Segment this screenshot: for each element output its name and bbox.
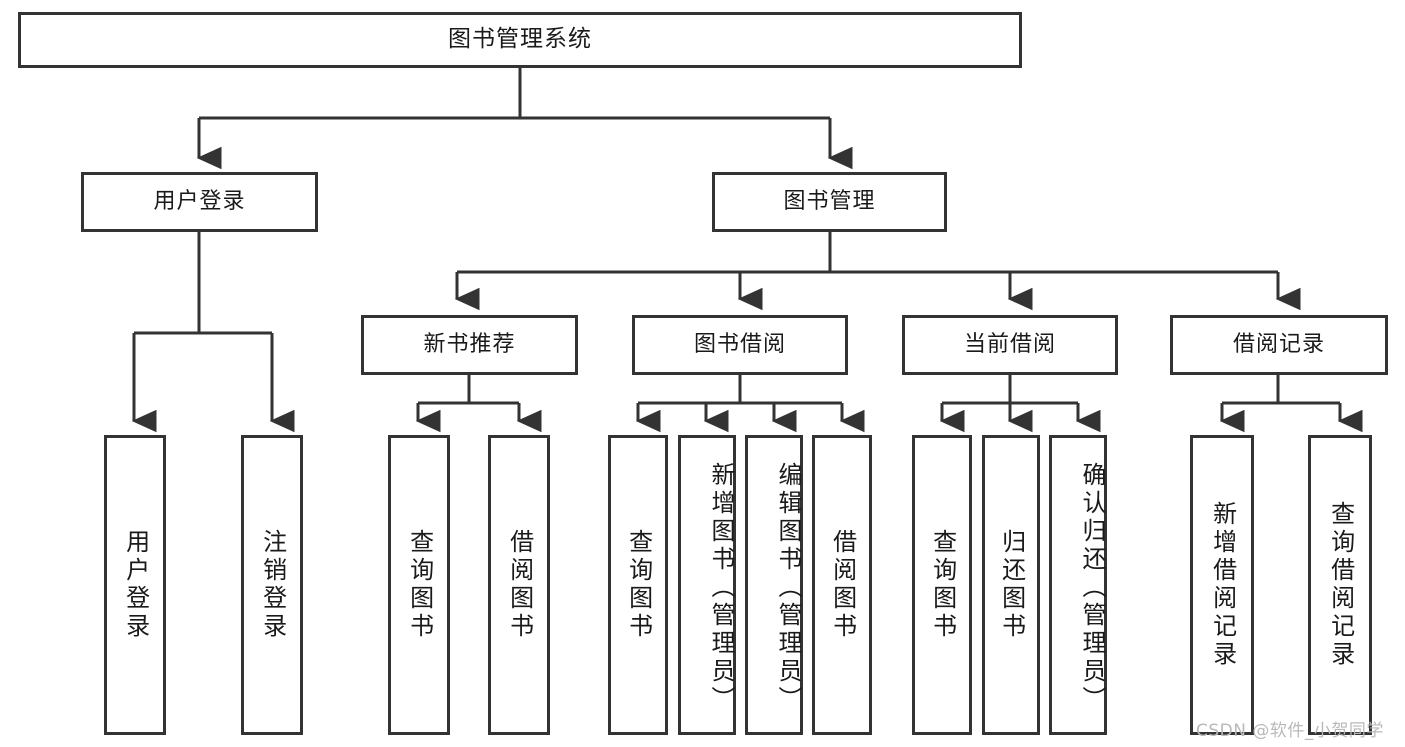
- node-leaf-user-login[interactable]: 用户登录: [104, 435, 166, 735]
- node-root-system[interactable]: 图书管理系统: [18, 12, 1022, 68]
- node-leaf-borrow-book-2[interactable]: 借阅图书: [812, 435, 872, 735]
- node-user-login[interactable]: 用户登录: [81, 172, 318, 232]
- node-new-book-rec[interactable]: 新书推荐: [361, 315, 578, 375]
- node-leaf-return-book[interactable]: 归还图书: [982, 435, 1040, 735]
- node-borrow-record[interactable]: 借阅记录: [1170, 315, 1388, 375]
- node-leaf-query-record[interactable]: 查询借阅记录: [1308, 435, 1372, 735]
- node-leaf-query-book-1[interactable]: 查询图书: [388, 435, 450, 735]
- node-leaf-edit-book[interactable]: 编辑图书（管理员）: [745, 435, 803, 735]
- node-leaf-add-book[interactable]: 新增图书（管理员）: [678, 435, 736, 735]
- node-book-borrow[interactable]: 图书借阅: [632, 315, 848, 375]
- node-book-manage[interactable]: 图书管理: [712, 172, 947, 232]
- csdn-watermark: CSDN @软件_小贺同学: [1196, 721, 1384, 741]
- node-leaf-query-book-3[interactable]: 查询图书: [912, 435, 972, 735]
- node-leaf-user-logout[interactable]: 注销登录: [241, 435, 303, 735]
- node-leaf-borrow-book-1[interactable]: 借阅图书: [488, 435, 550, 735]
- node-leaf-confirm-return[interactable]: 确认归还（管理员）: [1049, 435, 1107, 735]
- node-leaf-add-record[interactable]: 新增借阅记录: [1190, 435, 1254, 735]
- node-current-borrow[interactable]: 当前借阅: [902, 315, 1118, 375]
- node-leaf-query-book-2[interactable]: 查询图书: [608, 435, 668, 735]
